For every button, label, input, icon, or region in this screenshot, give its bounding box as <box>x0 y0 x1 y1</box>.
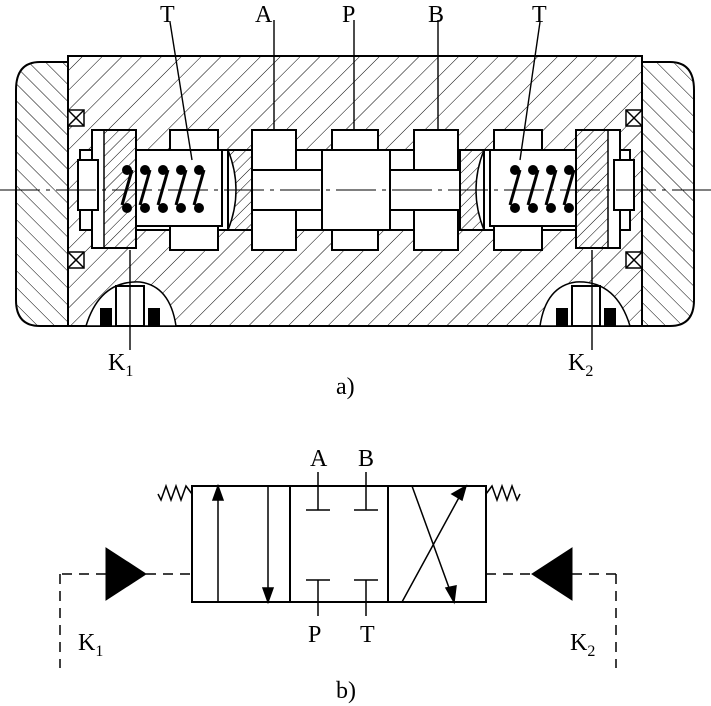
right-spring-icon <box>508 169 576 206</box>
symbol-envelope <box>191 485 487 603</box>
label-K1-b: K1 <box>78 630 103 660</box>
pilot-triangle-K2-icon <box>531 547 573 601</box>
pilot-triangle-K1-icon <box>105 547 147 601</box>
label-A-b: A <box>310 446 328 472</box>
right-end-cap <box>641 61 695 327</box>
sectional-view <box>0 20 711 350</box>
pilot-lines <box>59 573 617 668</box>
left-spring-icon <box>120 169 206 206</box>
label-A: A <box>255 2 273 28</box>
parallel-arrows-icon <box>211 483 275 605</box>
seal-icons <box>67 109 643 269</box>
label-B: B <box>428 2 444 28</box>
label-P-b: P <box>308 622 321 648</box>
leader-T-left <box>169 21 193 161</box>
label-K1-a: K1 <box>108 350 133 380</box>
label-K2-a: K2 <box>568 350 593 380</box>
pilot-port-K2 <box>539 250 632 350</box>
right-spring-assembly <box>489 129 635 249</box>
left-spring-assembly <box>77 129 223 249</box>
label-T-right: T <box>532 2 547 28</box>
blocked-ports-icon <box>306 472 378 616</box>
label-B-b: B <box>358 446 374 472</box>
left-end-cap <box>15 61 69 327</box>
left-spring-symbol-icon <box>157 483 193 503</box>
label-K2-b: K2 <box>570 630 595 660</box>
leader-T-right <box>519 21 541 161</box>
pilot-port-K1 <box>84 250 177 350</box>
right-spring-symbol-icon <box>485 483 521 503</box>
label-T-left: T <box>160 2 175 28</box>
label-T-b: T <box>360 622 375 648</box>
caption-b: b) <box>336 678 356 704</box>
label-P: P <box>342 2 355 28</box>
valve-symbol <box>59 472 617 668</box>
caption-a: a) <box>336 374 355 400</box>
crossed-arrows-icon <box>401 484 468 605</box>
